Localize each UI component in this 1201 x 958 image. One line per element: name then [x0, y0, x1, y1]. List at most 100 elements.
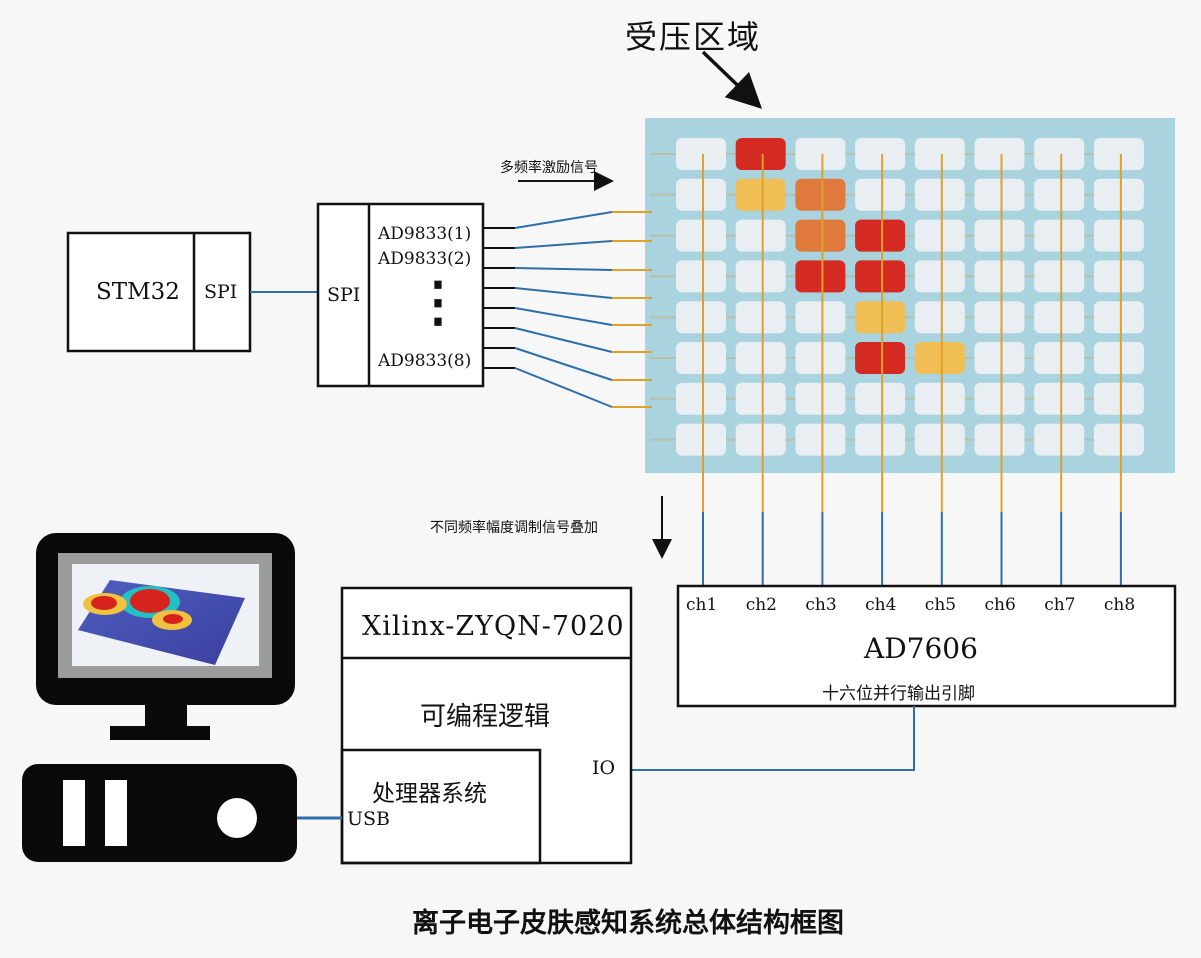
- sensor-cell: [1093, 138, 1144, 170]
- sensor-cell: [1093, 219, 1144, 252]
- sensor-cell: [974, 423, 1025, 456]
- sensor-cell: [1093, 423, 1144, 456]
- sensor-cell: [974, 382, 1025, 415]
- processor-system-block: [340, 748, 542, 865]
- sensor-cell: [1034, 178, 1085, 211]
- sensor-cell: [914, 423, 965, 456]
- drive-bay-2: [105, 780, 127, 846]
- sensor-cell: [676, 178, 726, 211]
- sensor-cell: [795, 138, 846, 170]
- sensor-cell: [1093, 382, 1144, 415]
- sensor-cell: [1034, 219, 1085, 252]
- excitation-wire: [514, 211, 613, 229]
- column-electrodes: [702, 154, 1122, 586]
- sensor-cell: [1034, 342, 1085, 374]
- excitation-label: 多频率激励信号: [500, 160, 598, 176]
- diagram-caption: 离子电子皮肤感知系统总体结构框图: [412, 908, 844, 939]
- monitor-stand: [110, 726, 210, 740]
- sensor-board: [645, 118, 1175, 473]
- sensor-cell: [676, 382, 726, 415]
- sensor-cell: [914, 260, 965, 293]
- adc-output-label: 十六位并行输出引脚: [822, 684, 975, 704]
- sensor-cell: [1093, 301, 1144, 334]
- adc-channel-label: ch5: [924, 595, 957, 615]
- sensor-cell: [795, 382, 846, 415]
- ad9833-chip-1: AD9833(1): [378, 224, 472, 244]
- sensor-cell-red: [855, 342, 906, 374]
- ad9833-chip-2: AD9833(2): [378, 249, 472, 269]
- sensor-cell: [735, 423, 786, 456]
- io-label: IO: [592, 757, 616, 779]
- adc-channel-label: ch2: [745, 595, 777, 615]
- sensor-cell: [735, 342, 786, 374]
- adc-name: AD7606: [864, 632, 978, 665]
- sensor-cell: [735, 260, 786, 293]
- adc-channel-label: ch1: [686, 595, 718, 615]
- sensor-cell: [1034, 382, 1085, 415]
- sensor-cell: [1034, 301, 1085, 334]
- computer-case: [22, 764, 297, 862]
- sensor-cell-yellow: [855, 301, 906, 334]
- sensor-cell: [974, 342, 1025, 374]
- adc-channel-label: ch6: [984, 595, 1016, 615]
- adc-channel-label: ch4: [865, 595, 897, 615]
- sensor-cell: [735, 301, 786, 334]
- stm32-label: STM32: [96, 279, 180, 305]
- fpga-name: Xilinx-ZYQN-7020: [362, 611, 625, 642]
- programmable-logic-label: 可编程逻辑: [420, 702, 551, 732]
- sensor-cell: [1093, 342, 1144, 374]
- sensor-cell-orange: [795, 178, 846, 211]
- ad9833-block: [316, 202, 485, 388]
- usb-port: [217, 798, 257, 838]
- sensor-cell: [914, 301, 965, 334]
- fpga-block: [340, 586, 633, 865]
- pressure-area-arrow: [701, 50, 763, 109]
- sensor-cell: [855, 423, 906, 456]
- sensor-grid: [650, 138, 1144, 456]
- sensor-cell: [855, 138, 906, 170]
- adc-channel-label: ch7: [1044, 595, 1076, 615]
- sensor-cell-yellow: [735, 178, 786, 211]
- sensor-cell-orange: [795, 219, 846, 252]
- sensor-cell-yellow: [914, 342, 965, 374]
- sensor-cell: [795, 301, 846, 334]
- sensor-cell: [1034, 138, 1085, 170]
- sensor-cell: [676, 219, 726, 252]
- sensor-cell: [974, 301, 1025, 334]
- ad9833-chip-8: AD9833(8): [378, 351, 472, 371]
- excitation-wire: [514, 240, 613, 249]
- adc-to-fpga-link: [631, 706, 915, 771]
- sensor-cell: [914, 178, 965, 211]
- sensor-cell: [676, 301, 726, 334]
- excitation-wire: [514, 267, 613, 271]
- sensor-cell: [735, 219, 786, 252]
- sensor-cell: [795, 342, 846, 374]
- sensor-cell: [676, 260, 726, 293]
- adc-channel-label: ch8: [1103, 595, 1136, 615]
- sensor-cell: [1093, 260, 1144, 293]
- sensor-cell: [1034, 423, 1085, 456]
- sensor-cell: [676, 423, 726, 456]
- excitation-wire: [514, 327, 613, 353]
- processor-system-label: 处理器系统: [372, 781, 487, 807]
- computer-icon: [22, 533, 297, 862]
- modulation-label: 不同频率幅度调制信号叠加: [430, 520, 598, 536]
- sensor-cell: [914, 138, 965, 170]
- sensor-cell: [914, 382, 965, 415]
- usb-label: USB: [347, 808, 390, 830]
- adc-channel-label: ch3: [805, 595, 837, 615]
- sensor-cell: [1093, 178, 1144, 211]
- excitation-wire: [514, 367, 613, 408]
- sensor-cell: [974, 178, 1025, 211]
- sensor-cell: [795, 423, 846, 456]
- monitor-neck: [145, 705, 187, 727]
- ad9833-spi-label: SPI: [327, 284, 361, 306]
- sensor-cell: [855, 178, 906, 211]
- sensor-cell: [974, 138, 1025, 170]
- sensor-cell-red: [855, 260, 906, 293]
- ad9833-ellipsis: ⋮: [411, 269, 465, 333]
- excitation-wire: [514, 307, 613, 326]
- excitation-wire: [514, 287, 613, 299]
- sensor-cell-red: [855, 219, 906, 252]
